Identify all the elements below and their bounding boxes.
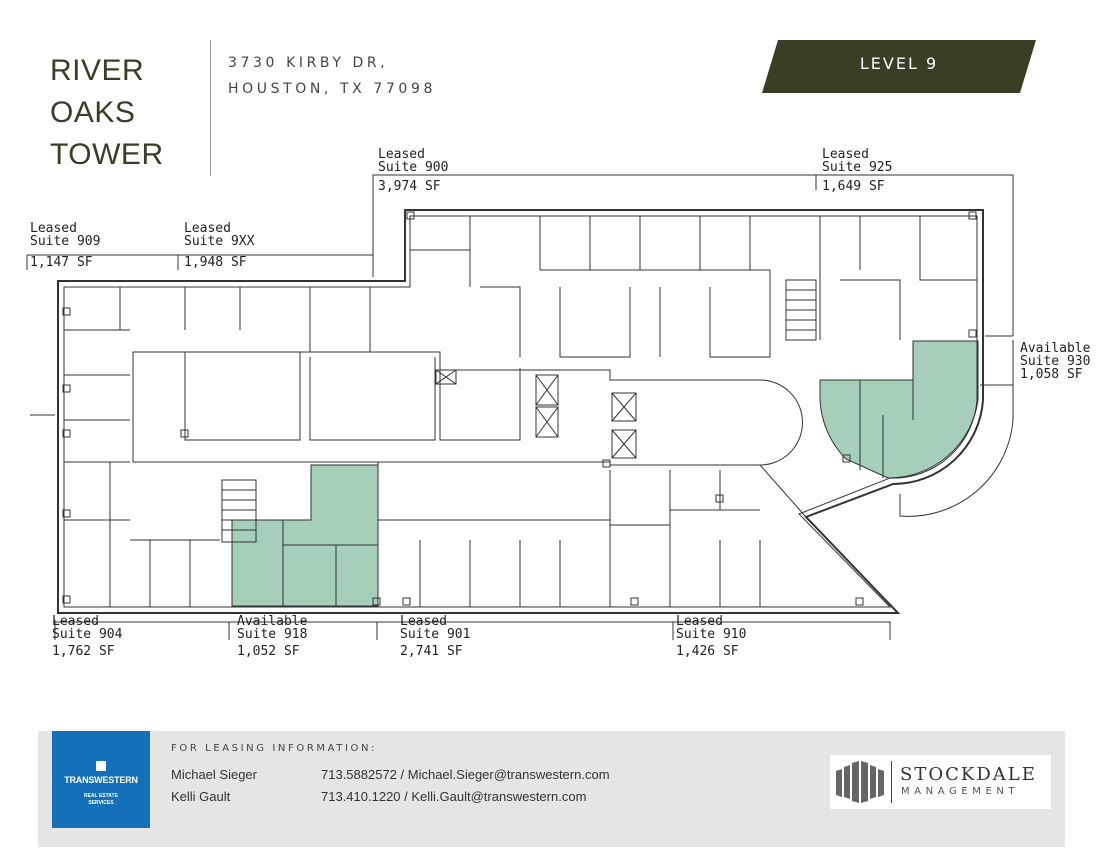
suite-area-909: 1,147 SF [30, 255, 93, 270]
header-divider [210, 40, 211, 176]
title-line-3: TOWER [50, 138, 164, 171]
suite-area-910: 1,426 SF [676, 644, 739, 659]
address: 3730 KIRBY DR, HOUSTON, TX 77098 [228, 50, 436, 102]
dimension-suite-900 [372, 174, 1014, 336]
suite-area-901: 2,741 SF [400, 644, 463, 659]
dimension-suite-930 [985, 335, 1014, 390]
stockdale-logo: STOCKDALE MANAGEMENT [830, 755, 1051, 809]
suite-area-925: 1,649 SF [822, 179, 885, 194]
title-line-1: RIVER [50, 54, 145, 87]
transwestern-logo: TRANSWESTERN REAL ESTATE SERVICES [52, 731, 150, 828]
leasing-heading: FOR LEASING INFORMATION: [171, 743, 378, 754]
building-outline-inner [63, 215, 978, 608]
suite-area-900: 3,974 SF [378, 179, 441, 194]
suite-area-918: 1,052 SF [237, 644, 300, 659]
contact-details-1[interactable]: 713.5882572 / Michael.Sieger@transwester… [321, 767, 610, 782]
building-outline [57, 209, 984, 614]
dimension-bottom [54, 620, 891, 640]
contact-details-2[interactable]: 713.410.1220 / Kelli.Gault@transwestern.… [321, 789, 587, 804]
stockdale-sub: MANAGEMENT [901, 786, 1020, 797]
suite-930-highlight [819, 340, 979, 479]
suite-area-9xx: 1,948 SF [184, 255, 247, 270]
building-title: RIVER OAKS TOWER [50, 50, 200, 176]
floor-plan [26, 174, 1014, 640]
suite-918-highlight [231, 464, 379, 607]
stockdale-name: STOCKDALE [900, 764, 1037, 785]
suite-area-904: 1,762 SF [52, 644, 115, 659]
level-label: LEVEL 9 [859, 54, 939, 73]
corridor [132, 351, 803, 466]
level-banner: LEVEL 9 [762, 40, 1036, 93]
transwestern-square-icon [96, 761, 106, 771]
title-line-2: OAKS [50, 96, 136, 129]
dimension-suite-909 [26, 254, 373, 270]
address-line-2: HOUSTON, TX 77098 [228, 81, 436, 97]
contact-name-2: Kelli Gault [171, 789, 231, 804]
leasing-footer: TRANSWESTERN REAL ESTATE SERVICES FOR LE… [38, 731, 1065, 847]
contact-name-1: Michael Sieger [171, 767, 257, 782]
stockdale-divider [891, 761, 892, 803]
stockdale-building-icon [836, 761, 884, 803]
address-line-1: 3730 KIRBY DR, [228, 55, 389, 71]
level-banner-shape [762, 40, 1036, 93]
